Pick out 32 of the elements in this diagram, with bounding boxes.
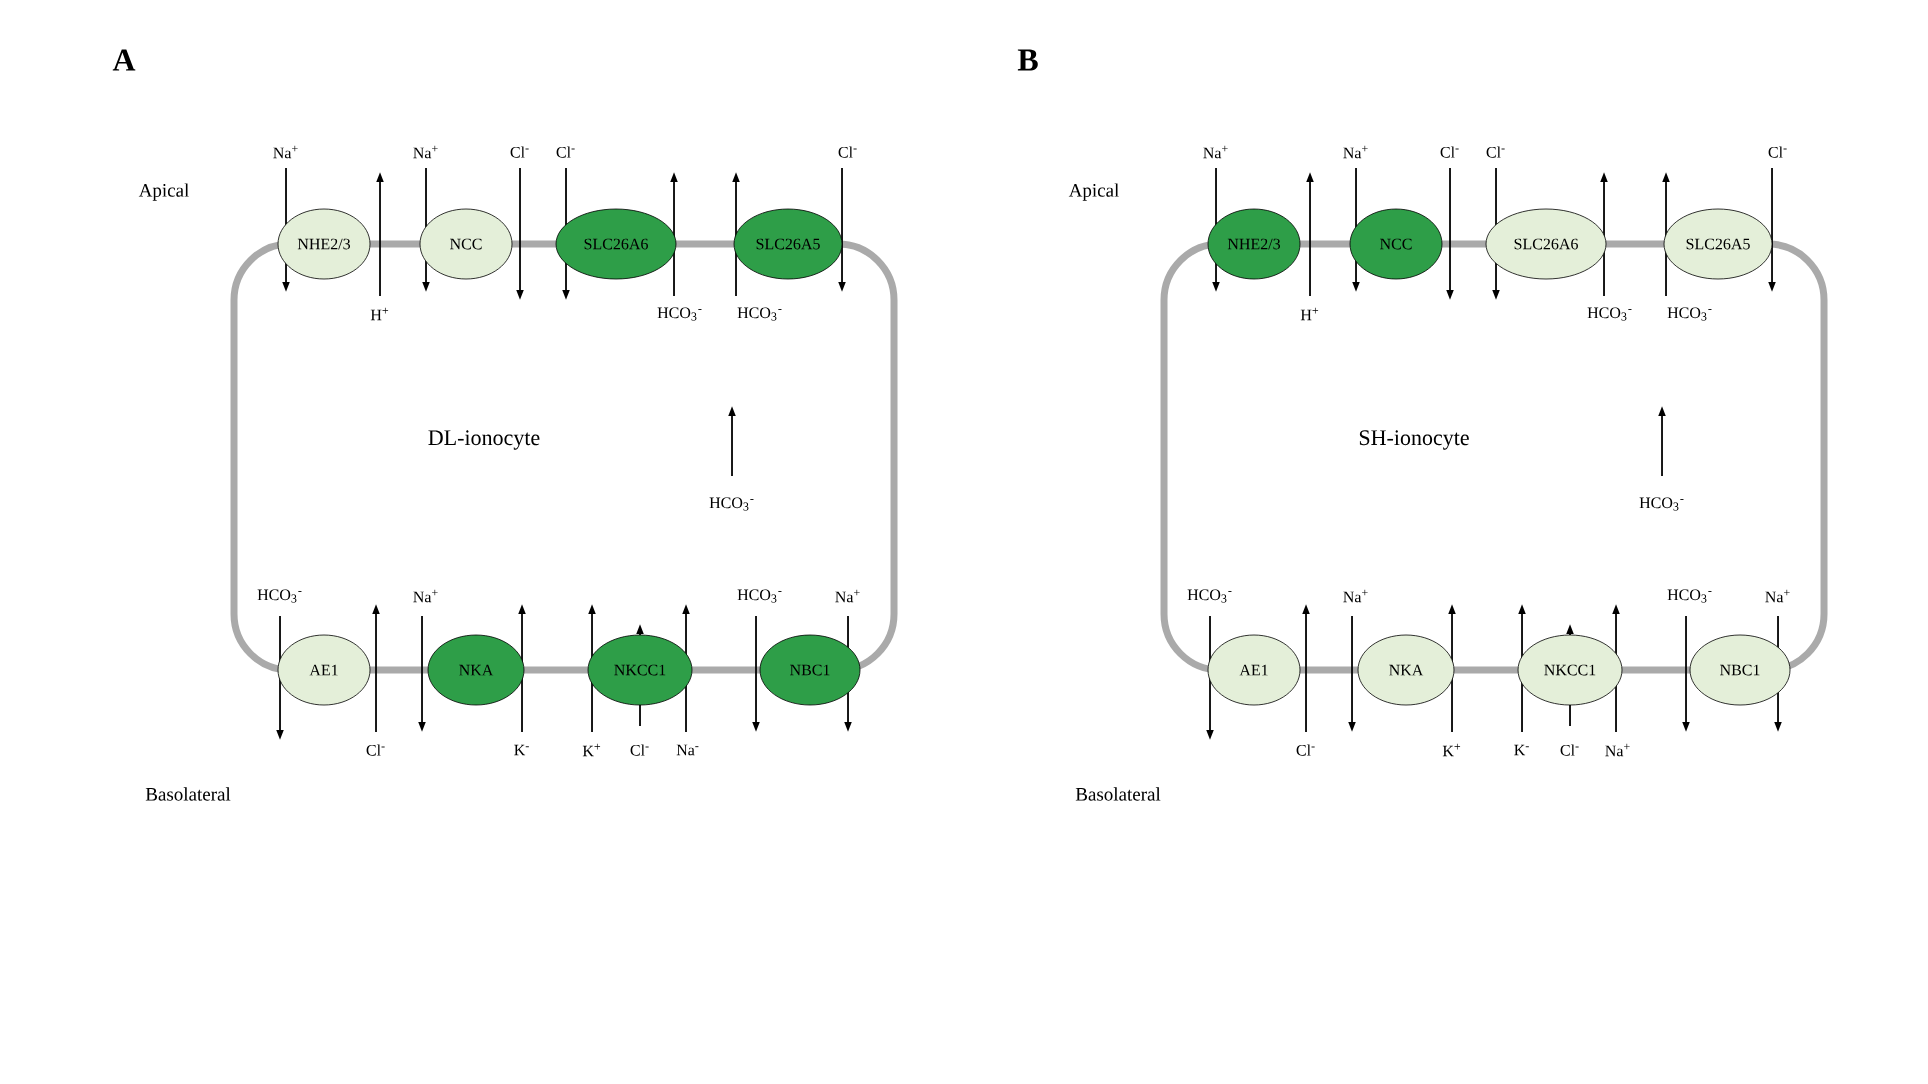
ion-label: Cl$^{-}$	[366, 744, 385, 756]
ion-label: K$^{+}$	[1442, 743, 1461, 757]
ion-label: K$^{-}$	[514, 744, 529, 756]
ion-label: Na$^{+}$	[273, 145, 298, 159]
ion-label: Na$^{+}$	[1203, 145, 1228, 159]
ion-label: Na$^{+}$	[1343, 589, 1368, 603]
ion-label: Cl$^{-}$	[1440, 146, 1459, 158]
ion-label: K$^{-}$	[1514, 744, 1529, 756]
ion-label: Na$^{+}$	[413, 589, 438, 603]
panel-letter: B	[1017, 49, 1038, 71]
ion-label: Cl$^{-}$	[838, 146, 857, 158]
region-label: Basolateral	[1075, 787, 1161, 801]
ion-label: Na$^{+}$	[1343, 145, 1368, 159]
ion-label: H$^{+}$	[1300, 307, 1319, 321]
ion-label: Cl$^{-}$	[510, 146, 529, 158]
region-label: Basolateral	[145, 787, 231, 801]
ion-label: Na$^{-}$	[676, 744, 699, 756]
ion-label: Na$^{+}$	[1605, 743, 1630, 757]
ion-label: Cl$^{-}$	[1768, 146, 1787, 158]
ion-label: Na$^{+}$	[835, 589, 860, 603]
ion-label: Na$^{+}$	[413, 145, 438, 159]
ion-label: Cl$^{-}$	[1486, 146, 1505, 158]
ion-label: Cl$^{-}$	[556, 146, 575, 158]
region-label: Apical	[138, 183, 189, 201]
panel-letter: A	[112, 49, 136, 71]
ion-label: H$^{+}$	[370, 307, 389, 321]
ion-label: Na$^{+}$	[1765, 589, 1790, 603]
ion-label: Cl$^{-}$	[630, 744, 649, 756]
ion-label: K$^{+}$	[582, 743, 601, 757]
region-label: Apical	[1068, 183, 1119, 201]
ion-label: Cl$^{-}$	[1296, 744, 1315, 756]
ion-label: Cl$^{-}$	[1560, 744, 1579, 756]
